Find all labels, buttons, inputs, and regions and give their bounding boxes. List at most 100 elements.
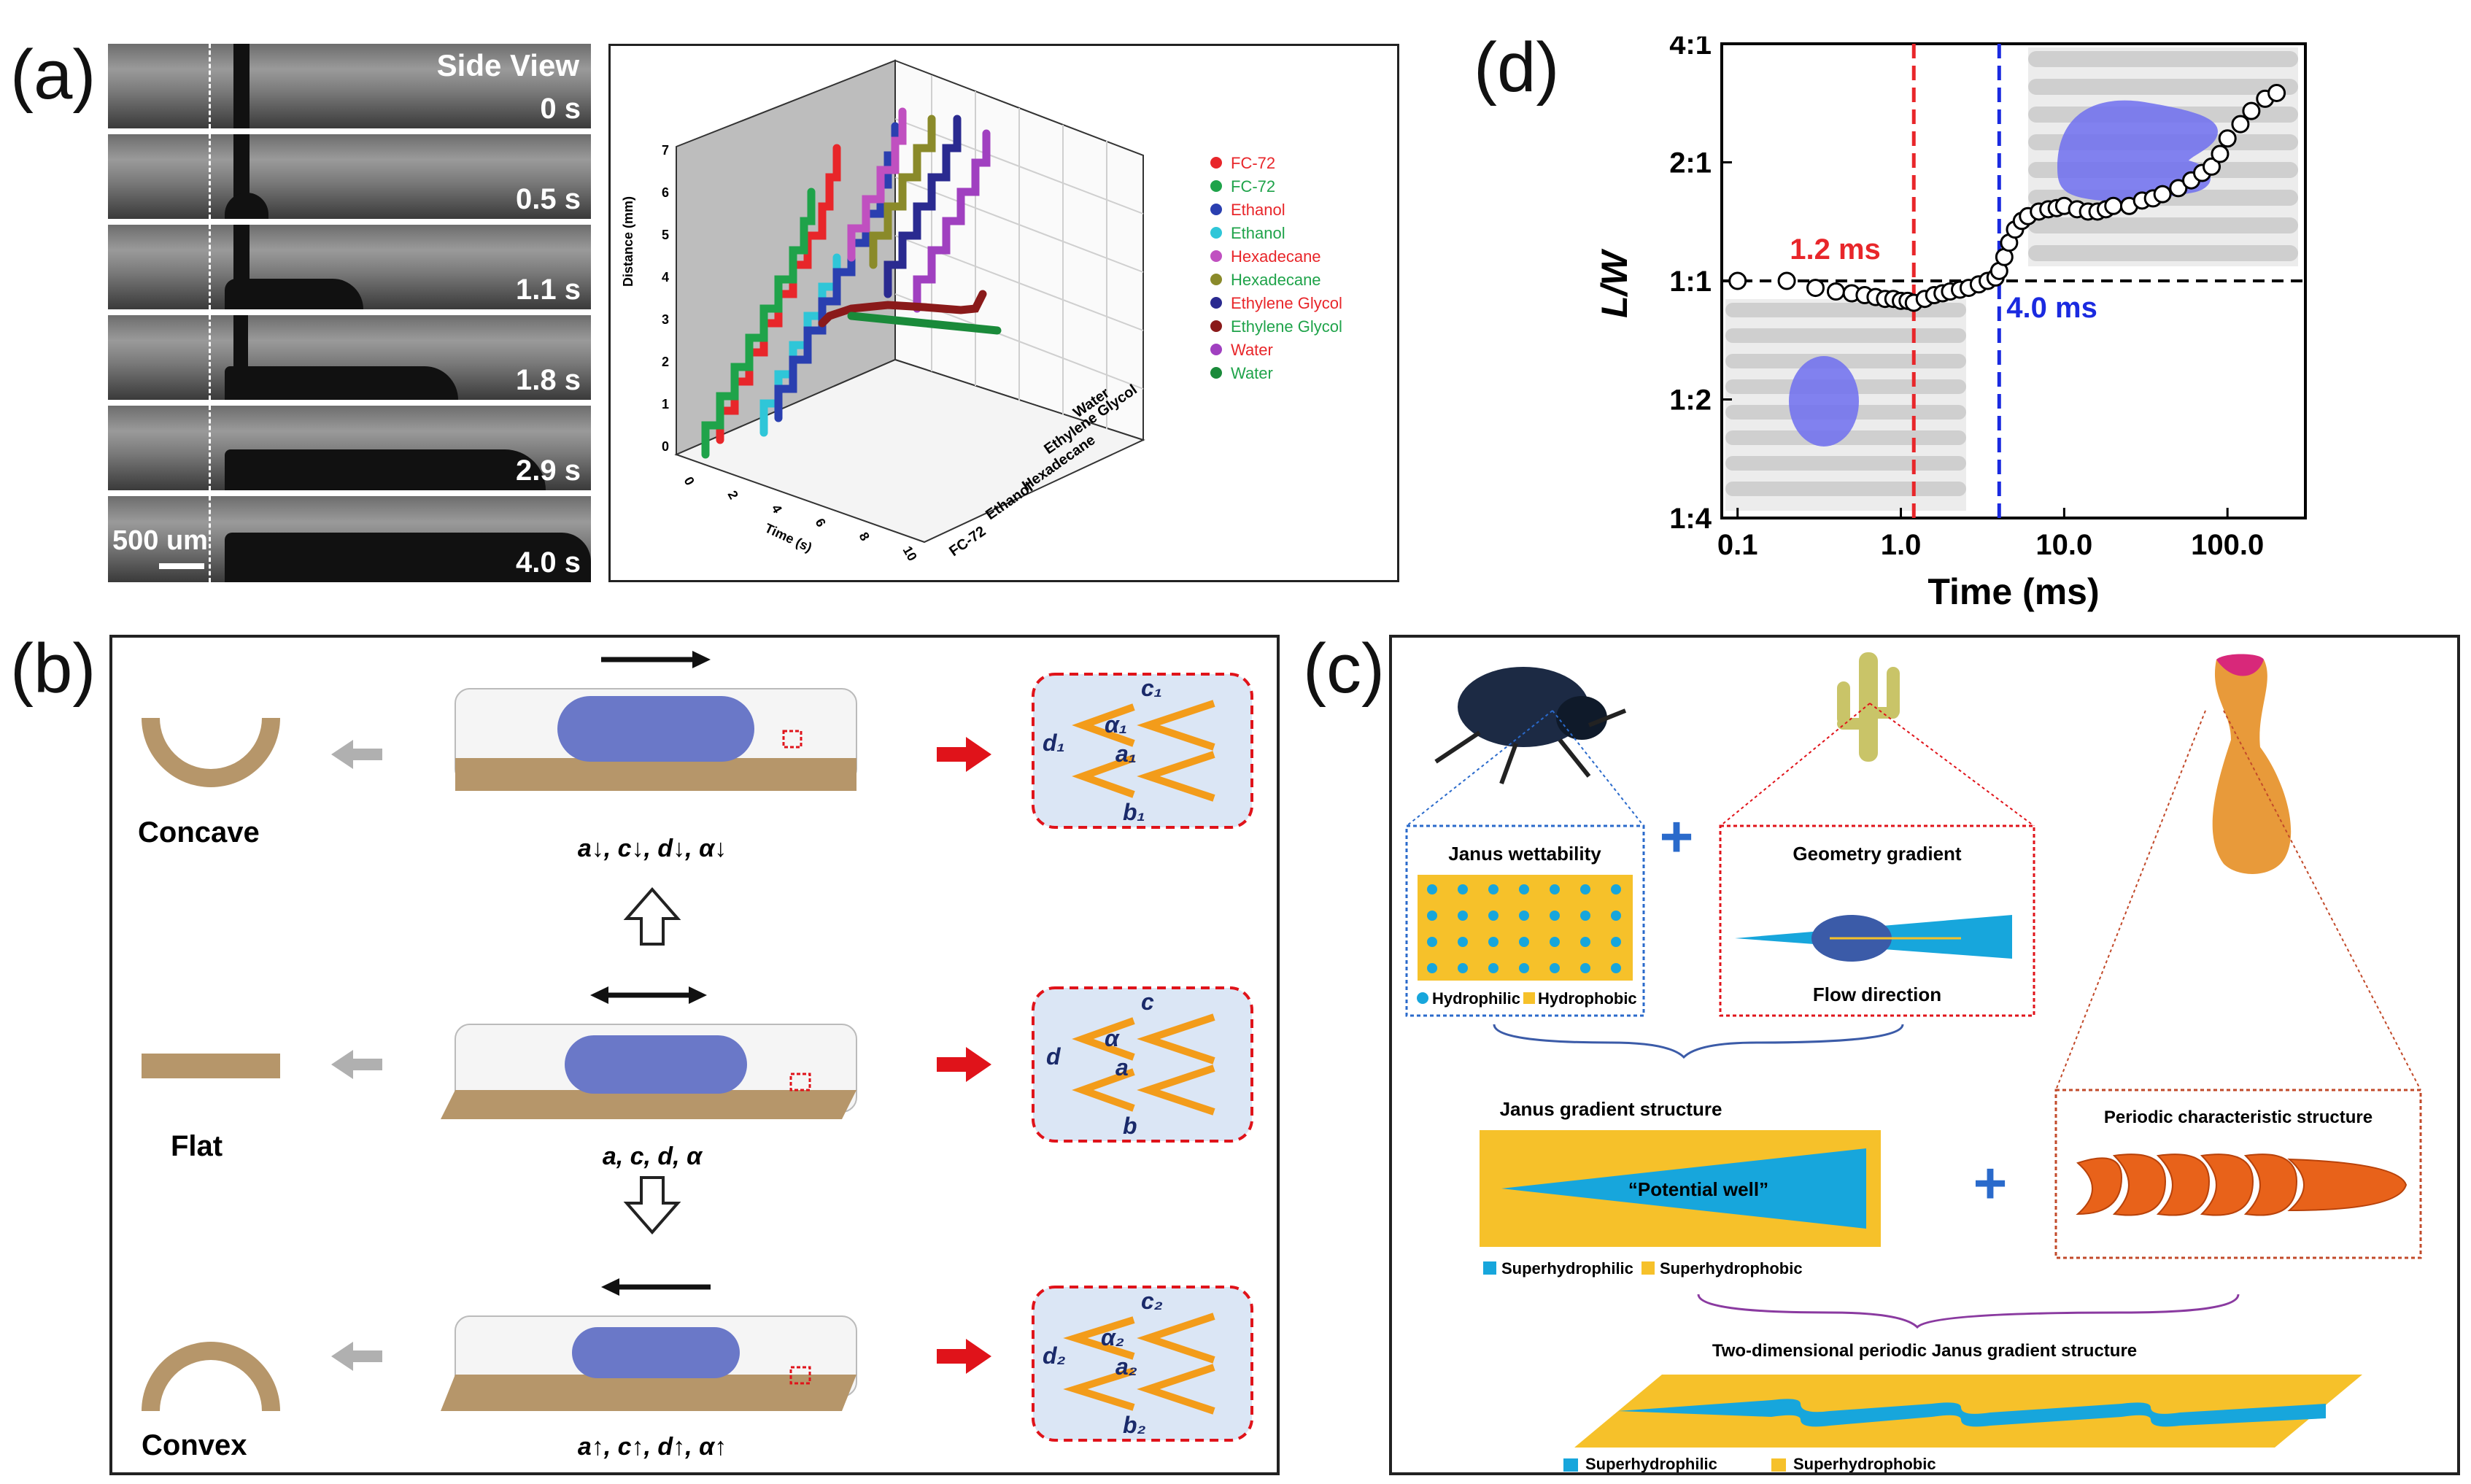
data-point <box>2153 185 2172 204</box>
pitcher-plant-image <box>2212 654 2292 874</box>
zoom-box-1: c₁ α₁ d₁ a₁ b₁ <box>1032 673 1253 829</box>
frame-3: 1.8 s <box>108 315 591 400</box>
janus-gradient-title: Janus gradient structure <box>1500 1098 1722 1120</box>
beetle-image <box>1434 667 1627 785</box>
hydrophilic-dot <box>1519 963 1529 973</box>
data-point <box>2218 129 2237 148</box>
hydrophilic-dot <box>1550 911 1560 921</box>
hydrophilic-dot <box>1427 884 1437 894</box>
data-point <box>1826 282 1845 301</box>
zoom-label: α <box>1105 1025 1120 1051</box>
z-tick: 3 <box>662 312 669 327</box>
time-label: 4.0 s <box>516 546 581 579</box>
zoom-label: a₂ <box>1115 1353 1137 1380</box>
y-tick-label: 4:1 <box>1669 36 1712 61</box>
time-label: 0 s <box>540 93 581 125</box>
channel-illustration-left <box>1725 299 1966 511</box>
z-tick: 1 <box>662 397 669 411</box>
time-label: 2.9 s <box>516 455 581 487</box>
legend-label: Ethanol <box>1231 201 1285 219</box>
frame-0: Side View 0 s <box>108 44 591 128</box>
hydrophilic-dot <box>1580 884 1590 894</box>
shape-label: Convex <box>142 1429 247 1461</box>
superhydrophobic-label: Superhydrophobic <box>1660 1259 1803 1278</box>
data-point <box>2267 83 2286 102</box>
legend-label: FC-72 <box>1231 177 1275 196</box>
direction-arrow-icons <box>590 651 711 1296</box>
convex-shape <box>142 1342 280 1411</box>
panel-b-svg: Concave Flat Convex <box>138 651 1253 1461</box>
hydrophilic-dot <box>1488 911 1499 921</box>
janus-wettability-box: Janus wettability Hydrophilic Hydrophobi… <box>1405 824 1645 1017</box>
z-axis-label: Distance (mm) <box>621 196 635 287</box>
time-label: 1.1 s <box>516 274 581 306</box>
legend-label: Ethylene Glycol <box>1231 317 1342 336</box>
red-arrow-icons <box>937 737 991 1374</box>
potential-well-label: “Potential well” <box>1628 1178 1768 1200</box>
hydrophobic-marker <box>1523 992 1535 1004</box>
shape-label: Concave <box>138 816 260 849</box>
x-tick: 0 <box>681 474 697 488</box>
two-dim-title: Two-dimensional periodic Janus gradient … <box>1712 1341 2137 1361</box>
zoom-label: c₂ <box>1141 1288 1163 1314</box>
data-point <box>2211 144 2230 163</box>
superhydrophobic-marker <box>1641 1261 1655 1275</box>
panel-label-c: (c) <box>1303 630 1385 708</box>
z-tick: 0 <box>662 439 669 454</box>
legend-label: Hexadecane <box>1231 247 1321 266</box>
hydrophilic-dot <box>1488 884 1499 894</box>
x-axis-label: Time (ms) <box>1927 571 2099 612</box>
superhydrophilic-label: Superhydrophilic <box>1501 1259 1633 1278</box>
hydrophilic-dot <box>1488 937 1499 947</box>
legend-label: Ethylene Glycol <box>1231 294 1342 312</box>
hydrophilic-marker <box>1417 992 1428 1004</box>
z-tick: 7 <box>662 143 669 158</box>
annotation-label: 4.0 ms <box>2006 292 2097 324</box>
hydrophilic-dot <box>1550 937 1560 947</box>
two-dim-channel <box>1618 1399 2326 1427</box>
hydrophilic-dot <box>1488 963 1499 973</box>
x-tick-label: 1.0 <box>1881 529 1922 561</box>
y-tick-label: 1:2 <box>1669 384 1712 417</box>
zoom-label: c <box>1141 989 1154 1015</box>
flow-direction-label: Flow direction <box>1813 983 1941 1005</box>
z-tick: 4 <box>662 270 669 285</box>
hydrophilic-dot <box>1550 884 1560 894</box>
z-tick: 5 <box>662 228 669 242</box>
hollow-arrow-icons <box>623 886 681 1235</box>
side-view-image-strip: Side View 0 s 0.5 s 1.1 s 1.8 s 2.9 s 50… <box>108 44 591 582</box>
superhydrophilic-marker <box>1483 1261 1496 1275</box>
zoom-label: d <box>1046 1043 1062 1070</box>
data-point <box>2169 179 2188 198</box>
panel-label-a: (a) <box>10 36 96 114</box>
geometry-gradient-box: Geometry gradient Flow direction <box>1719 824 2035 1017</box>
tube-caption: a↑, c↑, d↑, α↑ <box>578 1433 727 1461</box>
hydrophilic-dot <box>1580 963 1590 973</box>
superhydrophobic-label: Superhydrophobic <box>1793 1455 1936 1472</box>
tube-caption: a, c, d, α <box>603 1143 703 1170</box>
zoom-label: c₁ <box>1141 675 1162 701</box>
panel-label-b: (b) <box>10 630 96 708</box>
zoom-label: α₂ <box>1101 1324 1124 1350</box>
scale-bar-label: 500 um <box>112 525 208 556</box>
hydrophilic-dot <box>1580 911 1590 921</box>
y-axis-label: L/W <box>1594 248 1635 317</box>
annotation-label: 1.2 ms <box>1790 233 1881 266</box>
scale-bar <box>159 563 204 569</box>
frame-4: 2.9 s <box>108 406 591 490</box>
x-tick: 6 <box>813 516 829 530</box>
zoom-box-2: c α d a b <box>1032 986 1253 1143</box>
data-point <box>1728 271 1747 290</box>
geometry-gradient-title: Geometry gradient <box>1793 843 1962 865</box>
zoom-label: b <box>1123 1113 1137 1139</box>
zoom-label: a₁ <box>1115 741 1137 767</box>
potential-well-shape <box>1501 1148 1866 1229</box>
legend-label: Ethanol <box>1231 224 1285 242</box>
hydrophilic-dot <box>1611 911 1621 921</box>
periodic-structure-box: Periodic characteristic structure <box>2054 1089 2422 1259</box>
two-dim-structure <box>1574 1375 2362 1448</box>
plus-sign: + <box>1973 1151 2008 1216</box>
time-label: 0.5 s <box>516 183 581 215</box>
hydrophilic-dot <box>1519 937 1529 947</box>
hydrophobic-label: Hydrophobic <box>1538 989 1637 1008</box>
